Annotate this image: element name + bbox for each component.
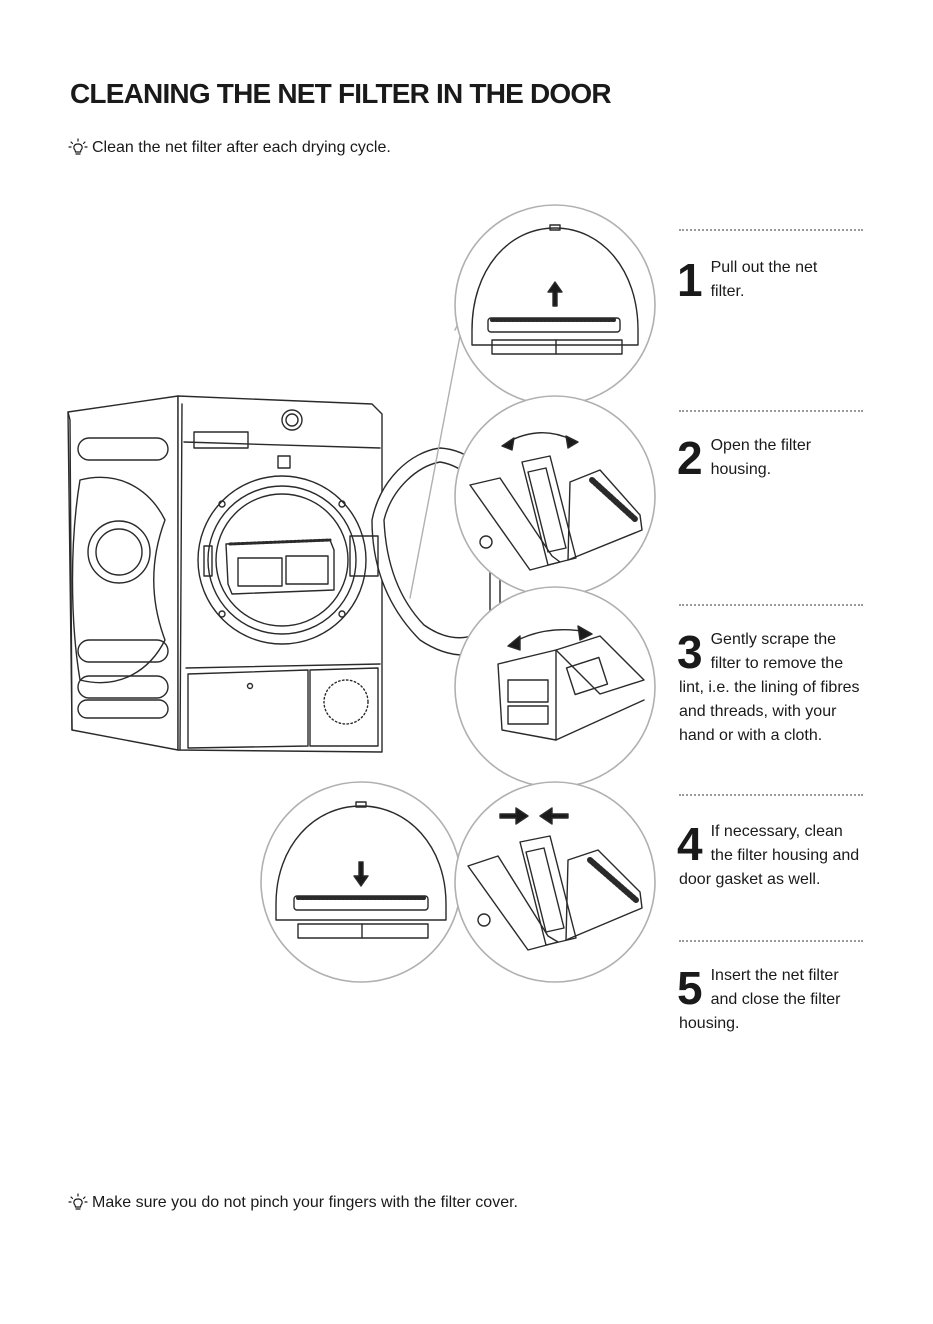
step-5-number: 5 xyxy=(677,962,703,1014)
step-1-text: Pull out the net filter. xyxy=(710,259,818,300)
step-5: 5 Insert the net filter and close the fi… xyxy=(677,962,869,1036)
step-3-number: 3 xyxy=(677,626,703,678)
lightbulb-icon xyxy=(68,1193,88,1210)
step-4: 4 If necessary, clean the filter housing… xyxy=(677,818,869,892)
tip-top: Clean the net filter after each drying c… xyxy=(68,138,391,158)
step-3-text: Gently scrape the filter to remove the l… xyxy=(679,631,860,744)
arrow-right-icon xyxy=(499,807,529,825)
tip-bottom-text: Make sure you do not pinch your fingers … xyxy=(92,1194,518,1211)
step-divider-4 xyxy=(679,794,863,796)
arrow-left-icon xyxy=(539,807,569,825)
step-divider-2 xyxy=(679,410,863,412)
step-2-text: Open the filter housing. xyxy=(710,437,812,478)
dryer-front xyxy=(177,395,383,753)
step-2: 2 Open the filter housing. xyxy=(677,432,869,484)
dryer-side-panel xyxy=(67,395,179,751)
step-2-number: 2 xyxy=(677,432,703,484)
tip-bottom: Make sure you do not pinch your fingers … xyxy=(68,1193,518,1213)
step-divider-5 xyxy=(679,940,863,942)
detail-step-1 xyxy=(471,224,639,355)
detail-step-2 xyxy=(469,455,643,571)
tip-top-text: Clean the net filter after each drying c… xyxy=(92,139,391,156)
detail-step-5-left xyxy=(275,801,447,939)
step-divider-3 xyxy=(679,604,863,606)
step-5-text: Insert the net filter and close the filt… xyxy=(679,967,841,1032)
arrow-up-icon xyxy=(547,281,563,307)
step-4-text: If necessary, clean the filter housing a… xyxy=(679,823,860,888)
step-4-number: 4 xyxy=(677,818,703,870)
step-3: 3 Gently scrape the filter to remove the… xyxy=(677,626,869,748)
detail-step-4 xyxy=(467,835,643,951)
arrow-down-icon xyxy=(353,861,369,887)
lightbulb-icon xyxy=(68,138,88,155)
step-1: 1 Pull out the net filter. xyxy=(677,254,869,306)
page-title: CLEANING THE NET FILTER IN THE DOOR xyxy=(70,78,612,109)
detail-step-3 xyxy=(497,635,645,741)
step-divider-1 xyxy=(679,229,863,231)
step-1-number: 1 xyxy=(677,254,703,306)
